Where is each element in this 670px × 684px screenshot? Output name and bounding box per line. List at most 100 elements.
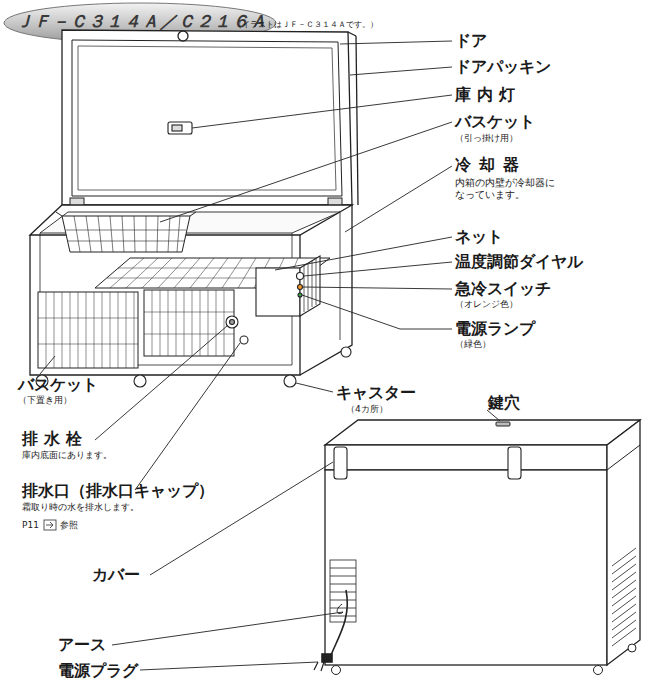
leader-line: [302, 295, 452, 329]
control-panel: [304, 259, 316, 312]
page-reference-icon: [46, 522, 53, 528]
door-lid: [72, 40, 342, 196]
drain-outlet: [240, 336, 248, 344]
leader-line: [350, 67, 452, 75]
part-name: アース: [58, 636, 106, 654]
caster: [341, 347, 351, 357]
power-cord: [322, 654, 332, 662]
caster: [284, 375, 296, 387]
part-note: 庫内底面にあります。: [22, 450, 112, 460]
hanging-basket: [56, 212, 62, 216]
leader-line: [95, 326, 227, 440]
part-name: カバー: [92, 566, 140, 584]
page-reference-icon: [44, 520, 56, 530]
leader-line: [40, 356, 55, 374]
closed-freezer: [325, 445, 607, 470]
leader-line: [135, 343, 240, 490]
door-lid: [62, 30, 358, 205]
floor-basket: [152, 290, 224, 356]
part-name: ネット: [455, 228, 503, 246]
floor-basket: [144, 290, 234, 356]
hinge-cover: [334, 447, 347, 479]
leader-line: [275, 237, 452, 270]
closed-freezer: [325, 420, 640, 445]
part-name: 排水口（排水口キャップ）: [22, 482, 214, 500]
door-lid: [178, 31, 188, 41]
power-cord: [314, 662, 324, 671]
leader-line: [192, 95, 452, 128]
vent-grille: [330, 548, 636, 646]
leader-line: [140, 662, 318, 670]
cabinet: [30, 205, 352, 375]
door-lid: [62, 30, 352, 205]
model-title: ＪＦ－Ｃ３１４Ａ／Ｃ２１６Ａ: [16, 10, 268, 33]
part-note: 霜取り時の水を排水します。: [22, 502, 139, 512]
part-name: バスケット: [18, 376, 98, 394]
vent-grille: [330, 568, 356, 616]
door-lid: [348, 32, 356, 36]
leader-line: [160, 122, 452, 222]
part-note: （緑色）: [455, 339, 491, 349]
interior-lamp: [172, 125, 182, 131]
leader-line: [345, 166, 452, 232]
leader-line: [112, 612, 343, 645]
hanging-basket: [62, 216, 190, 252]
hanging-basket: [74, 216, 180, 252]
part-note: （オレンジ色）: [455, 299, 518, 309]
leader-line: [304, 262, 452, 276]
interior-lamp: [168, 122, 192, 134]
floor-basket: [38, 290, 234, 368]
closed-freezer: [325, 470, 607, 665]
part-name: 電源プラグ: [58, 662, 138, 680]
floor-basket: [144, 312, 234, 334]
closed-freezer: [607, 420, 640, 665]
part-note: 内箱の内壁が冷却器に なっています。: [455, 177, 567, 200]
keyhole: [496, 422, 510, 426]
caster: [594, 666, 603, 675]
cabinet: [340, 212, 341, 340]
power-cord: [314, 590, 347, 671]
page-reference-icon: [44, 520, 56, 530]
part-note: （4カ所）: [346, 404, 388, 414]
cabinet: [30, 235, 300, 375]
floor-basket: [38, 318, 138, 344]
hanging-basket: [56, 212, 196, 252]
part-name: 鍵穴: [488, 394, 520, 412]
part-name: 冷却器: [455, 156, 527, 174]
part-name: ドアパッキン: [455, 58, 551, 76]
hanging-basket: [68, 241, 184, 242]
vent-grille: [330, 560, 356, 622]
caster: [134, 375, 146, 387]
hinge-cover: [508, 447, 521, 479]
part-name: 庫内灯: [455, 86, 521, 104]
control-panel: [298, 293, 302, 297]
drain-plug: [226, 316, 238, 328]
leader-line: [303, 287, 452, 289]
part-name: 排水栓: [22, 430, 88, 448]
control-panel: [256, 268, 300, 316]
hanging-basket: [190, 212, 196, 216]
floor-basket: [38, 292, 138, 368]
page-reference: P11: [22, 520, 39, 530]
page-reference: 参照: [60, 520, 78, 530]
caster: [628, 644, 636, 652]
part-name: キャスター: [336, 384, 416, 402]
caster: [332, 666, 341, 675]
model-note: （イラストはＪＦ－Ｃ３１４Ａです。）: [234, 20, 378, 29]
part-note: （引っ掛け用）: [455, 133, 518, 143]
hanging-basket: [66, 230, 186, 231]
part-name: ドア: [455, 32, 487, 50]
control-panel: [256, 256, 320, 316]
part-name: 急冷スイッチ: [455, 280, 551, 298]
drain-plug: [226, 316, 238, 328]
vent-grille: [612, 548, 636, 646]
control-panel: [298, 285, 303, 290]
part-name: 電源ランプ: [455, 320, 535, 338]
power-cord: [330, 590, 347, 658]
hinge-cover: [334, 447, 521, 479]
leader-line: [296, 383, 333, 392]
leader-line: [40, 41, 500, 670]
part-name: 温度調節ダイヤル: [455, 253, 583, 271]
drain-plug: [230, 320, 235, 325]
